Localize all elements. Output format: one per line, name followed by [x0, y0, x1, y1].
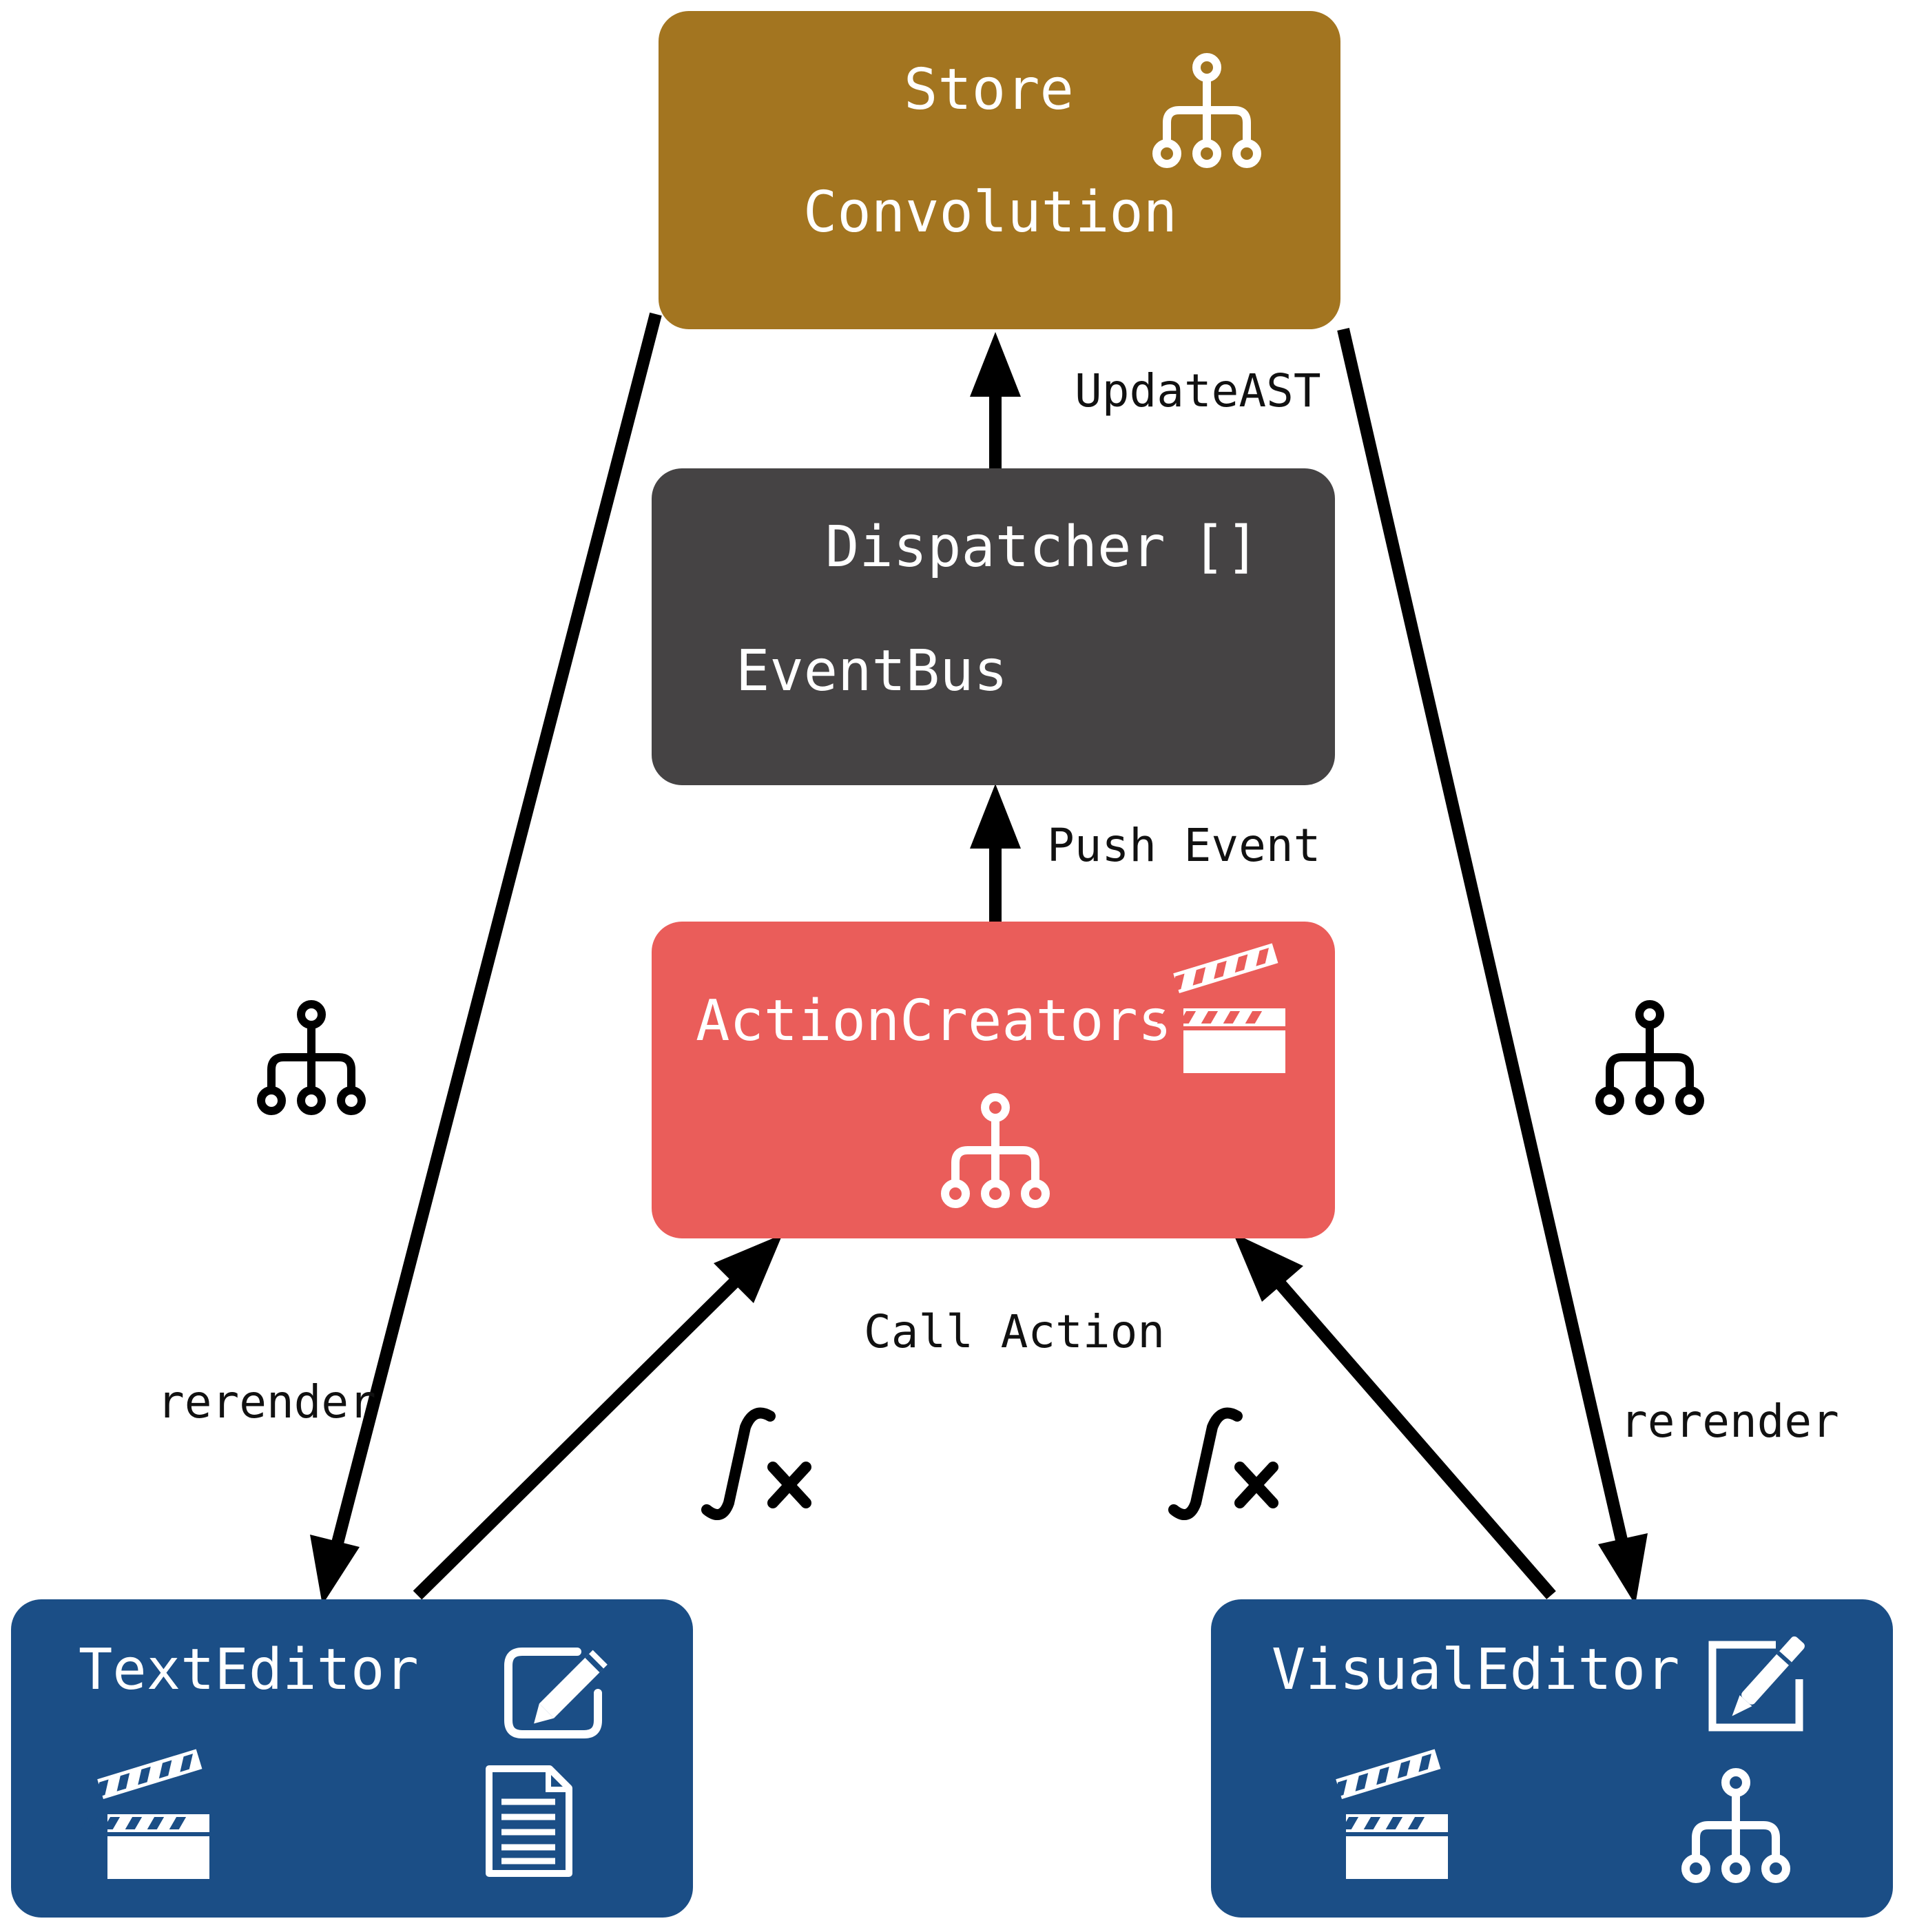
store-box [659, 11, 1340, 329]
dispatcher-subtitle: EventBus [736, 638, 1008, 704]
call-action-right-arrowhead [1233, 1233, 1303, 1302]
dispatcher-array-glyph: [] [1192, 515, 1260, 580]
rerender-left-label: rerender [157, 1375, 376, 1429]
text-editor-node: TextEditor [11, 1599, 693, 1918]
rerender-right-arrowhead [1598, 1533, 1648, 1605]
rerender-right-arrow [1337, 327, 1628, 1545]
push-event-arrowhead [970, 784, 1021, 849]
call-action-right-arrow [1268, 1271, 1556, 1599]
call-action-label: Call Action [864, 1305, 1165, 1358]
rerender-right-label: rerender [1620, 1395, 1839, 1448]
action-creators-title: ActionCreators [696, 988, 1172, 1054]
rerender-left-arrowhead [310, 1535, 360, 1605]
text-editor-edit-pencil-icon [504, 1648, 608, 1738]
call-action-right-function-fx-icon [1174, 1413, 1273, 1515]
call-action-left-arrowhead [714, 1234, 783, 1303]
call-action-left-arrow [413, 1268, 749, 1600]
push-event-label: Push Event [1047, 819, 1320, 872]
rerender-left-arrow [331, 312, 662, 1545]
store-node: Store Convolution [659, 11, 1340, 329]
text-editor-document-icon [486, 1765, 572, 1877]
visual-editor-edit-pen-icon [1708, 1636, 1805, 1732]
update-ast-label: UpdateAST [1075, 364, 1321, 417]
store-title: Store [904, 57, 1074, 123]
edges [310, 312, 1648, 1605]
rerender-right-tree-structure-icon [1599, 1004, 1700, 1111]
rerender-left-tree-structure-icon [261, 1004, 362, 1111]
dispatcher-title: Dispatcher [825, 515, 1166, 580]
store-subtitle: Convolution [803, 180, 1177, 245]
dispatcher-box [652, 468, 1335, 785]
visual-editor-node: VisualEditor [1211, 1599, 1893, 1918]
update-ast-arrowhead [970, 332, 1021, 397]
dispatcher-node: Dispatcher [] EventBus [652, 468, 1335, 785]
action-creators-box [652, 922, 1335, 1238]
action-creators-node: ActionCreators [652, 922, 1335, 1238]
call-action-left-function-fx-icon [707, 1413, 806, 1515]
edge-labels: UpdateAST Push Event Call Action rerende… [157, 364, 1839, 1448]
text-editor-title: TextEditor [79, 1637, 419, 1703]
visual-editor-title: VisualEditor [1272, 1637, 1679, 1703]
